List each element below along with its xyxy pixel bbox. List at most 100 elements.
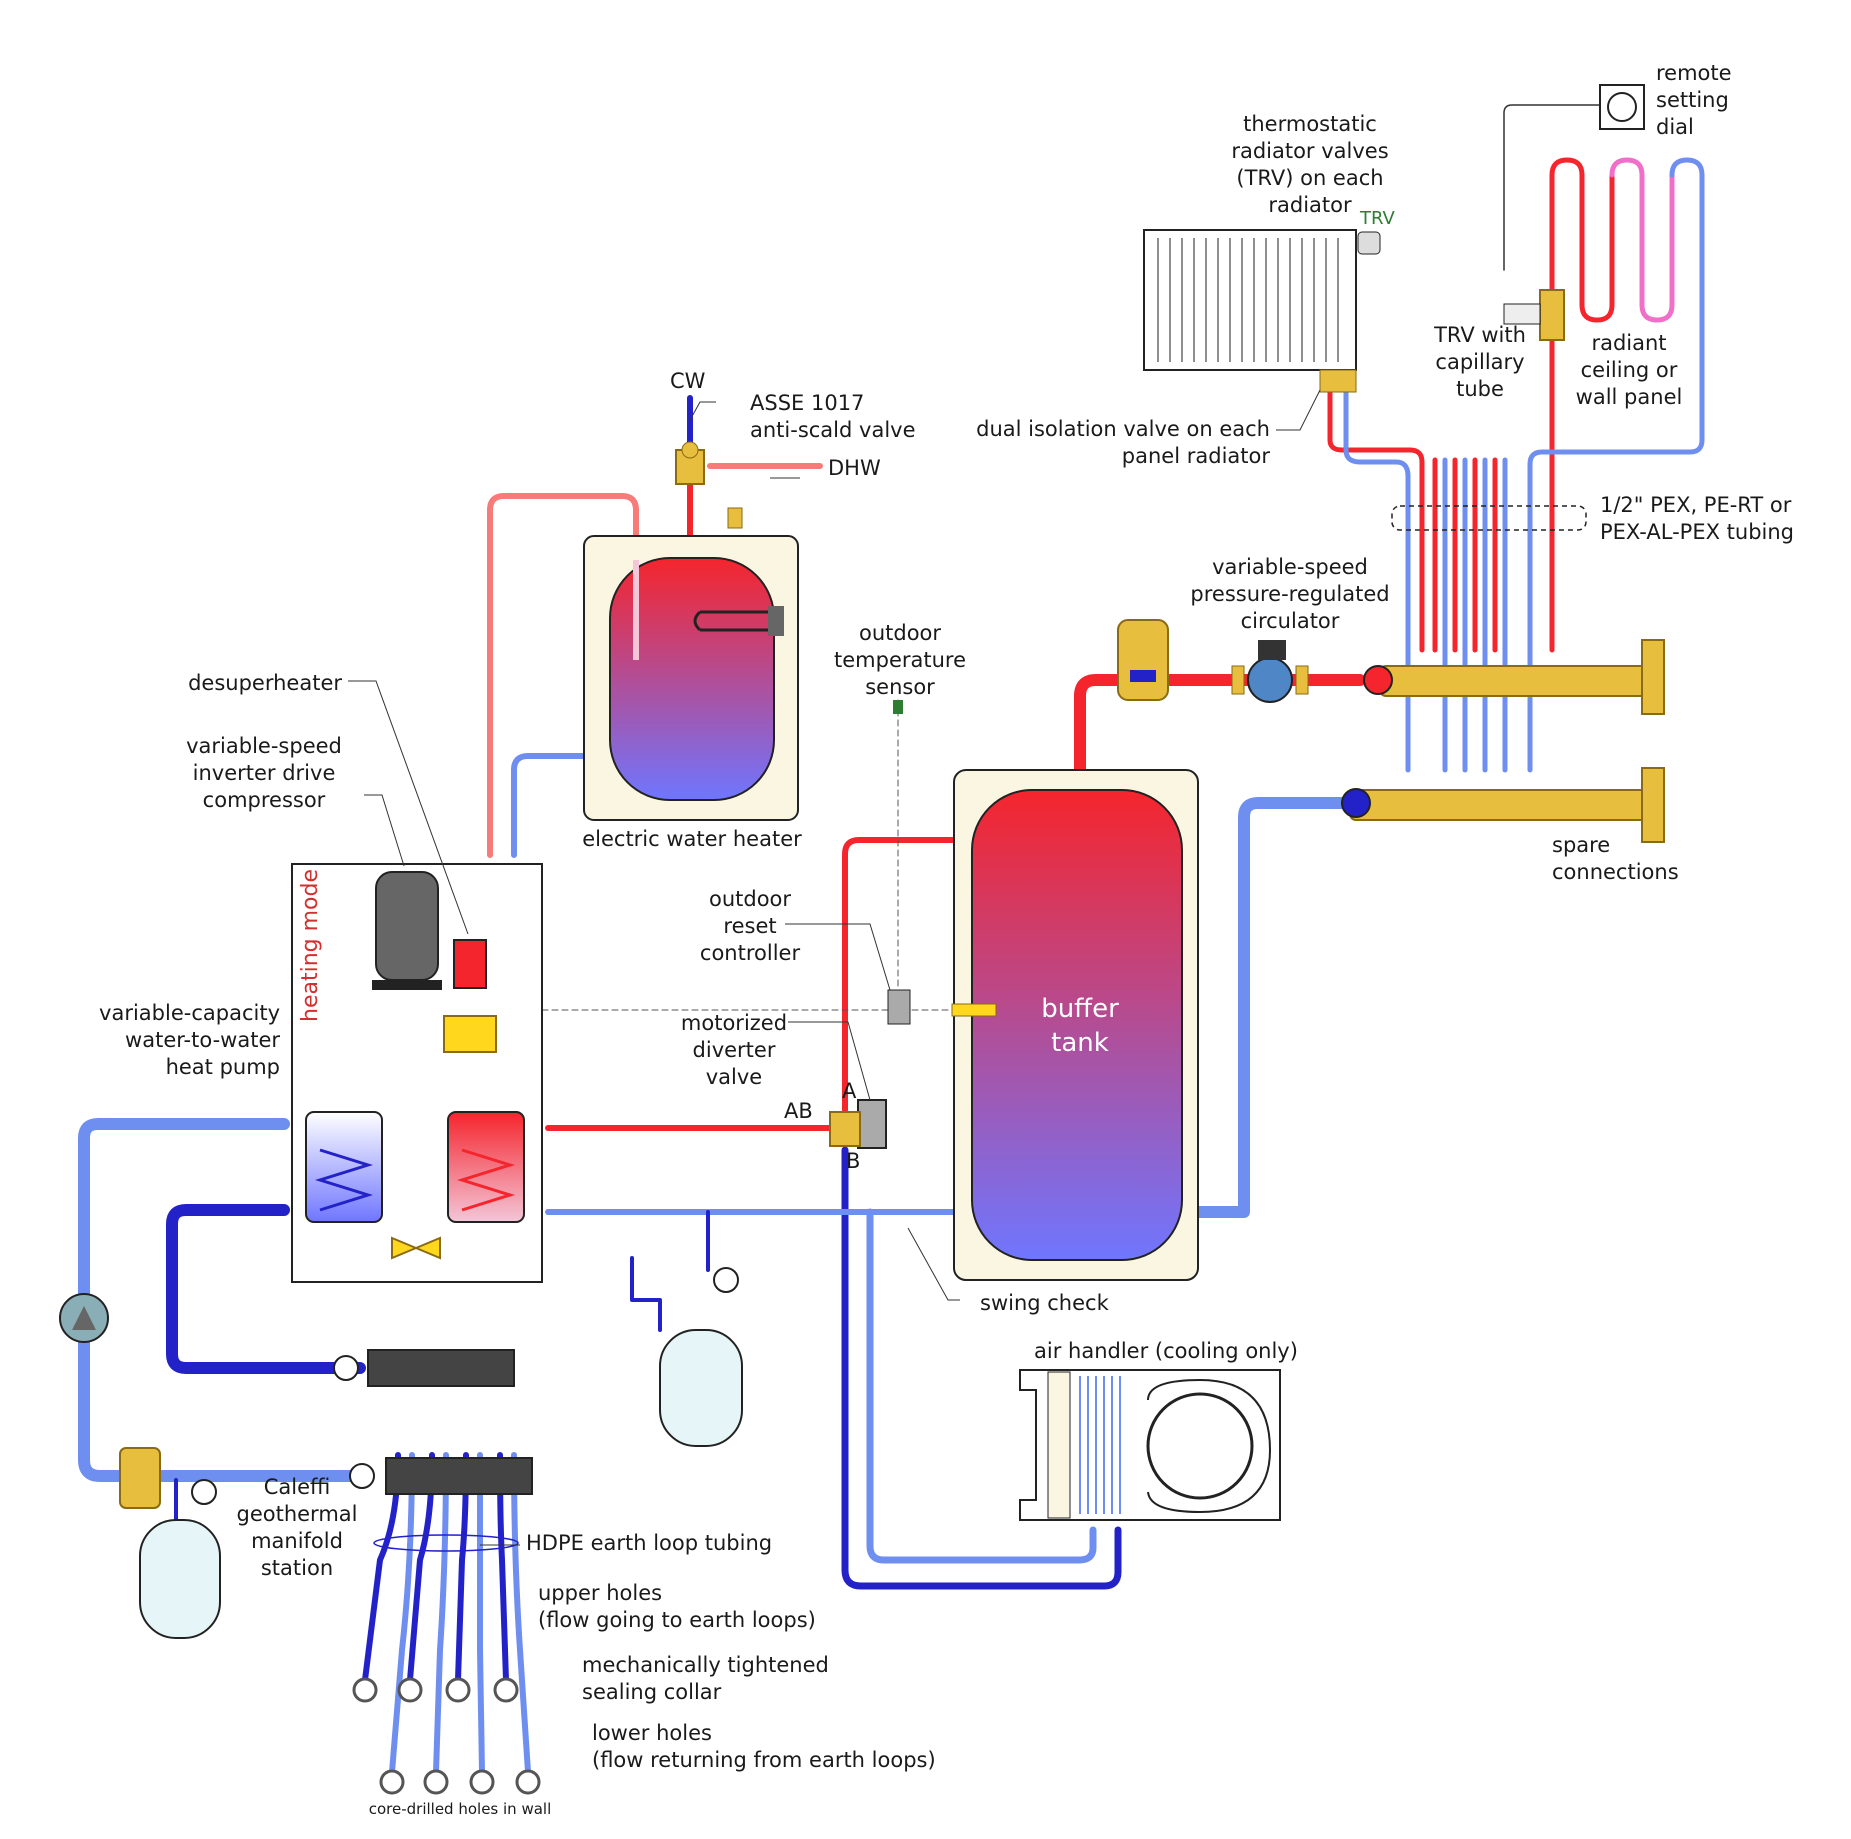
remote-dial-label-2: setting: [1656, 88, 1729, 112]
outdoor-sensor-label-1: outdoor: [858, 621, 942, 645]
leader-lines: [348, 389, 1321, 1546]
return-manifold-end: [1641, 767, 1665, 843]
trv-tag: TRV: [1360, 208, 1395, 229]
trv-capillary-label-3: tube: [1456, 377, 1504, 401]
wall-holes-lower: [379, 1769, 541, 1795]
cooling-coil: [1079, 1376, 1121, 1514]
sealing-collar-label-2: sealing collar: [582, 1680, 722, 1704]
caleffi-label-4: station: [260, 1556, 334, 1580]
radiant-trv-head: [1503, 303, 1541, 325]
heating-element: [693, 610, 770, 632]
diverter-label-1: motorized: [680, 1011, 788, 1035]
condenser-hx: [447, 1111, 525, 1223]
trv-label-4: radiator: [1268, 193, 1352, 217]
desuperheater-hot-pipe: [487, 493, 639, 858]
circulator-label-3: circulator: [1240, 609, 1340, 633]
capillary-tube: [1503, 104, 1601, 271]
outdoor-sensor-device: [893, 700, 903, 714]
radiator-return-pipe: [1343, 387, 1411, 773]
diverter-body: [829, 1111, 861, 1147]
return-ball-valve: [1341, 788, 1371, 818]
anti-scald-valve-cap: [681, 441, 699, 459]
lower-holes-label-1: lower holes: [592, 1721, 712, 1745]
diverter-label-2: diverter: [692, 1038, 776, 1062]
pressure-gauge-1: [713, 1267, 739, 1293]
condenser-coil: [456, 1148, 516, 1212]
hdpe-bundle-ring: [373, 1534, 519, 1552]
compressor-label-1: variable-speed: [186, 734, 342, 758]
air-separator-window: [1130, 670, 1156, 682]
supply-manifold-end: [1641, 639, 1665, 715]
desuperheater-label: desuperheater: [188, 671, 342, 695]
heat-pump-label-1: variable-capacity: [99, 1001, 280, 1025]
port-a-label: A: [842, 1079, 857, 1103]
water-heater-tank: [609, 557, 775, 801]
spare-label-2: connections: [1552, 860, 1679, 884]
trv-head: [1357, 231, 1381, 255]
radiator-supply-pipe: [1327, 387, 1425, 653]
reversing-valve: [443, 1015, 497, 1053]
geo-flow-meter-1: [333, 1355, 359, 1381]
pex-label-2: PEX-AL-PEX tubing: [1600, 520, 1795, 544]
earth-tube-7: [476, 1452, 485, 1775]
remote-dial-knob: [1607, 92, 1637, 122]
radiator-isolation-valve: [1319, 369, 1357, 393]
spare-label-1: spare: [1552, 833, 1611, 857]
compressor-label-3: compressor: [202, 788, 326, 812]
outdoor-reset-label-2: reset: [723, 914, 777, 938]
heat-pump-label-2: water-to-water: [125, 1028, 280, 1052]
electric-water-heater-label: electric water heater: [582, 827, 802, 851]
earth-tube-8: [511, 1452, 531, 1775]
buffer-tank-label-2: tank: [1051, 1028, 1109, 1058]
circulator-arrow: [72, 1306, 96, 1330]
buffer-tank-vessel: [971, 789, 1183, 1261]
element-housing: [768, 606, 784, 636]
supply-manifold: [1379, 665, 1651, 697]
circulator-label-1: variable-speed: [1212, 555, 1368, 579]
buffer-to-manifold-pipe: [1074, 674, 1366, 796]
swing-check-label: swing check: [980, 1291, 1109, 1315]
buffer-sensor-well: [951, 1003, 997, 1017]
evaporator-hx: [305, 1111, 383, 1223]
circulator-flange-right: [1295, 665, 1309, 695]
buffer-supply-pipe: [842, 837, 978, 1113]
remote-dial-label-1: remote: [1656, 61, 1732, 85]
pex-label-1: 1/2" PEX, PE-RT or: [1600, 493, 1792, 517]
upper-holes-label-1: upper holes: [538, 1581, 663, 1605]
compressor: [375, 871, 439, 981]
blower-housing: [1147, 1378, 1272, 1514]
port-ab-label: AB: [784, 1099, 813, 1123]
trv-label-2: radiator valves: [1231, 139, 1389, 163]
radiant-panel-label-1: radiant: [1591, 331, 1667, 355]
evaporator-coil: [314, 1148, 374, 1212]
outdoor-reset-label-1: outdoor: [708, 887, 792, 911]
blower-wheel: [1146, 1392, 1254, 1500]
diverter-label-3: valve: [705, 1065, 763, 1089]
upper-holes-label-2: (flow going to earth loops): [538, 1608, 816, 1632]
circulator-motor: [1258, 640, 1286, 660]
geo-flow-meter-2: [349, 1463, 375, 1489]
air-handler-return-pipe: [866, 1208, 1097, 1564]
trv-label-3: (TRV) on each: [1236, 166, 1384, 190]
desuperheater-return-pipe: [511, 753, 615, 858]
air-handler-supply-pipe: [841, 1146, 1122, 1590]
circulator-body: [1247, 657, 1293, 703]
anti-scald-label-1: ASSE 1017: [750, 391, 865, 415]
air-handler-label: air handler (cooling only): [1034, 1339, 1298, 1363]
radiant-panel-label-2: ceiling or: [1580, 358, 1678, 382]
compressor-base: [372, 980, 442, 990]
caleffi-label-3: manifold: [251, 1529, 343, 1553]
earth-tube-6: [433, 1452, 449, 1775]
expansion-tank-1: [659, 1329, 743, 1447]
dual-isolation-label-2: panel radiator: [1121, 444, 1270, 468]
wall-holes-upper: [352, 1677, 519, 1703]
heat-pump-label-3: heat pump: [165, 1055, 280, 1079]
dual-isolation-label-1: dual isolation valve on each: [976, 417, 1270, 441]
supply-ball-valve: [1363, 665, 1393, 695]
expansion-pipe-3: [630, 1256, 662, 1332]
desuperheater-coil: [453, 939, 487, 989]
outdoor-sensor-label-3: sensor: [865, 675, 935, 699]
trv-capillary-label-1: TRV with: [1434, 323, 1526, 347]
radiant-return-pipe: [1527, 157, 1705, 773]
